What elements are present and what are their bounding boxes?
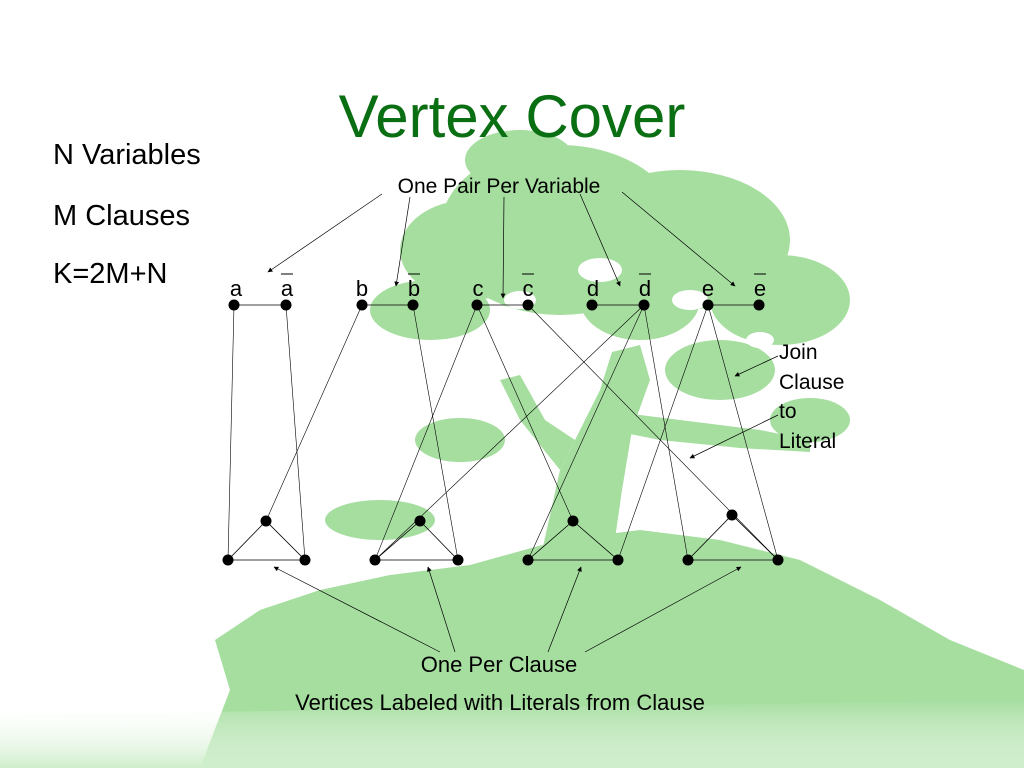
pair-arrow <box>621 191 736 287</box>
variable-label-c: c <box>473 276 484 301</box>
vertex-a <box>228 299 240 311</box>
clause-vertex <box>452 554 464 566</box>
variable-label-b: b <box>356 276 368 301</box>
join-arrow <box>734 355 779 377</box>
clause-arrow <box>427 566 456 653</box>
clause-arrow <box>547 566 582 653</box>
clause-vertex <box>369 554 381 566</box>
join-edges <box>227 304 779 561</box>
variable-label-a: a <box>230 276 243 301</box>
variable-label-not-a: a <box>281 276 294 301</box>
clause-vertex <box>414 515 426 527</box>
vertex-e <box>702 299 714 311</box>
clause-arrow <box>584 566 742 653</box>
join-edge <box>617 304 709 561</box>
variable-label-d: d <box>587 276 599 301</box>
vertex-not-b <box>407 299 419 311</box>
variable-label-not-e: e <box>754 276 766 301</box>
join-annotation-line: Clause <box>779 371 844 394</box>
join-edge <box>227 304 235 561</box>
clause-vertex <box>612 554 624 566</box>
join-annotation-text: Join Clause to Literal <box>779 341 844 453</box>
m-clauses-text: M Clauses <box>53 200 190 232</box>
variable-label-not-c: c <box>523 276 534 301</box>
pair-annotation-text: One Pair Per Variable <box>398 175 601 198</box>
clause-triangle-1 <box>227 520 306 561</box>
join-annotation-line: Join <box>779 341 818 364</box>
k-formula-text: K=2M+N <box>53 258 168 290</box>
vertices <box>222 299 784 566</box>
vertices-labeled-text: Vertices Labeled with Literals from Clau… <box>295 690 705 715</box>
clause-triangle-3 <box>526 520 620 561</box>
join-annotation-line: to <box>779 400 797 423</box>
vertex-not-c <box>522 299 534 311</box>
join-edge <box>476 304 574 522</box>
join-edge <box>707 304 779 561</box>
slide-title: Vertex Cover <box>338 83 686 150</box>
clause-vertex <box>682 554 694 566</box>
clause-vertex <box>726 509 738 521</box>
pair-arrow <box>579 193 621 287</box>
variable-label-not-b: b <box>408 276 420 301</box>
clause-vertex <box>222 554 234 566</box>
join-arrow <box>689 414 779 459</box>
pair-arrow <box>267 193 383 273</box>
clause-arrow <box>273 566 441 653</box>
join-edge <box>374 304 478 561</box>
pair-arrow <box>500 196 506 299</box>
vertex-not-d <box>638 299 650 311</box>
variable-label-not-d: d <box>639 276 651 301</box>
variable-labels: a a b b c c d d e e <box>230 276 766 301</box>
n-variables-text: N Variables <box>53 139 201 171</box>
join-edge <box>285 304 306 561</box>
variable-label-e: e <box>702 276 714 301</box>
clause-vertex <box>260 515 272 527</box>
vertex-not-a <box>280 299 292 311</box>
vertex-c <box>471 299 483 311</box>
pair-annotation-arrows <box>267 191 736 299</box>
join-edge <box>527 304 645 561</box>
join-edge <box>527 304 779 561</box>
join-edge <box>643 304 689 561</box>
join-annotation-arrows <box>689 355 779 459</box>
clause-vertex <box>772 554 784 566</box>
clause-annotation-arrows <box>273 566 742 653</box>
vertex-b <box>356 299 368 311</box>
pair-arrow <box>394 196 411 287</box>
clause-triangle-4 <box>687 514 779 561</box>
clause-annotation-text: One Per Clause <box>421 652 578 677</box>
join-annotation-line: Literal <box>779 430 836 453</box>
vertex-not-e <box>753 299 765 311</box>
vertex-d <box>586 299 598 311</box>
clause-vertex <box>299 554 311 566</box>
clause-vertex <box>567 515 579 527</box>
join-edge <box>412 304 459 561</box>
join-edge <box>265 304 363 522</box>
clause-triangle-2 <box>373 520 459 561</box>
clause-vertex <box>522 554 534 566</box>
clause-triangles <box>227 514 779 561</box>
